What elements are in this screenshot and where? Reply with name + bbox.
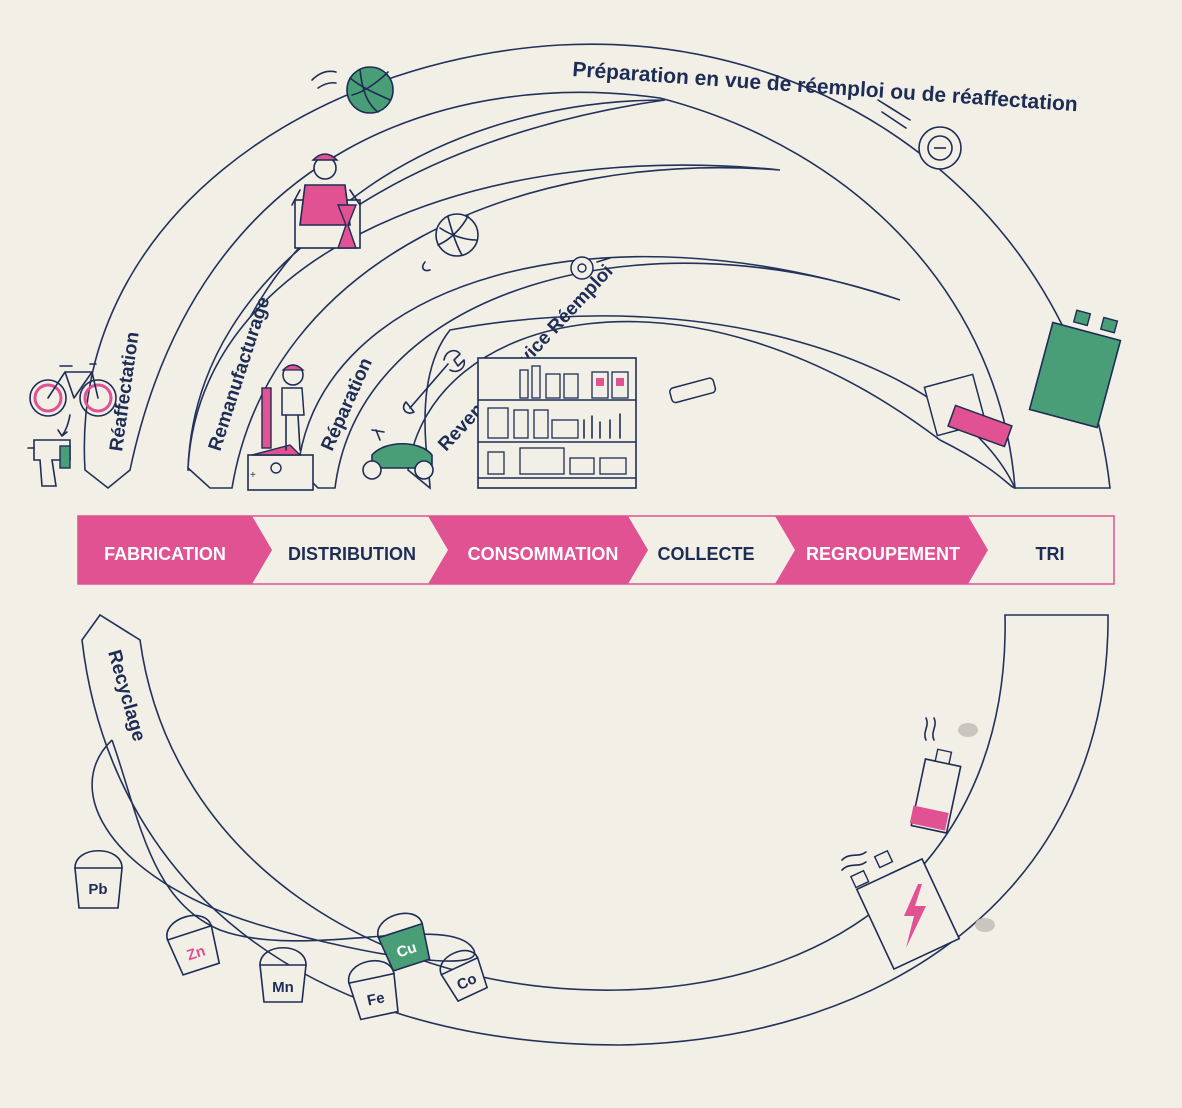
mechanic-icon: + — [247, 364, 314, 491]
arc-revente — [407, 315, 1017, 490]
shelf-icon — [477, 357, 637, 489]
stage-label-consommation: CONSOMMATION — [468, 544, 619, 564]
wrench-icon — [402, 349, 466, 414]
drill-icon — [27, 439, 71, 487]
bucket-zn: Zn — [166, 914, 221, 976]
disc-icon — [570, 256, 611, 280]
svg-text:Zn: Zn — [185, 942, 208, 964]
battery-icon — [841, 849, 995, 971]
stage-label-tri: TRI — [1036, 544, 1065, 564]
ball-icon — [311, 66, 394, 114]
svg-text:Fe: Fe — [366, 989, 387, 1009]
scooter-icon — [362, 429, 434, 480]
arc-reparation — [297, 255, 901, 489]
stage-consommation-bg — [428, 516, 648, 584]
disc-icon — [877, 99, 962, 170]
battery-icon — [909, 717, 978, 834]
bucket-pb: Pb — [74, 849, 123, 909]
arc-remanufacturage-band — [187, 164, 781, 489]
svg-text:Pb: Pb — [88, 881, 107, 898]
worker-icon — [291, 153, 361, 249]
stage-label-fabrication: FABRICATION — [104, 544, 226, 564]
ball-icon — [422, 213, 479, 272]
remote-icon — [669, 377, 717, 404]
arc-remanufacturage — [187, 99, 666, 471]
stage-label-distribution: DISTRIBUTION — [288, 544, 416, 564]
svg-text:+: + — [250, 470, 256, 481]
svg-text:Mn: Mn — [272, 979, 294, 996]
bucket-mn: Mn — [259, 946, 307, 1003]
arc-preparation — [83, 43, 1111, 490]
bicycle-icon — [29, 363, 117, 437]
svg-text:Co: Co — [454, 970, 479, 994]
battery-icon — [923, 309, 1122, 448]
stage-label-regroupement: REGROUPEMENT — [806, 544, 960, 564]
stage-bar — [77, 515, 1115, 585]
bucket-cu: Cu — [377, 912, 431, 972]
svg-text:Cu: Cu — [395, 939, 419, 961]
stage-fabrication-bg — [78, 516, 272, 584]
stage-label-collecte: COLLECTE — [658, 544, 755, 564]
arc-recyclage — [81, 613, 1109, 1046]
bucket-co: Co — [439, 949, 489, 1003]
recyclage-loop — [91, 739, 476, 962]
bucket-fe: Fe — [347, 959, 399, 1021]
stage-regroupement-bg — [775, 516, 988, 584]
